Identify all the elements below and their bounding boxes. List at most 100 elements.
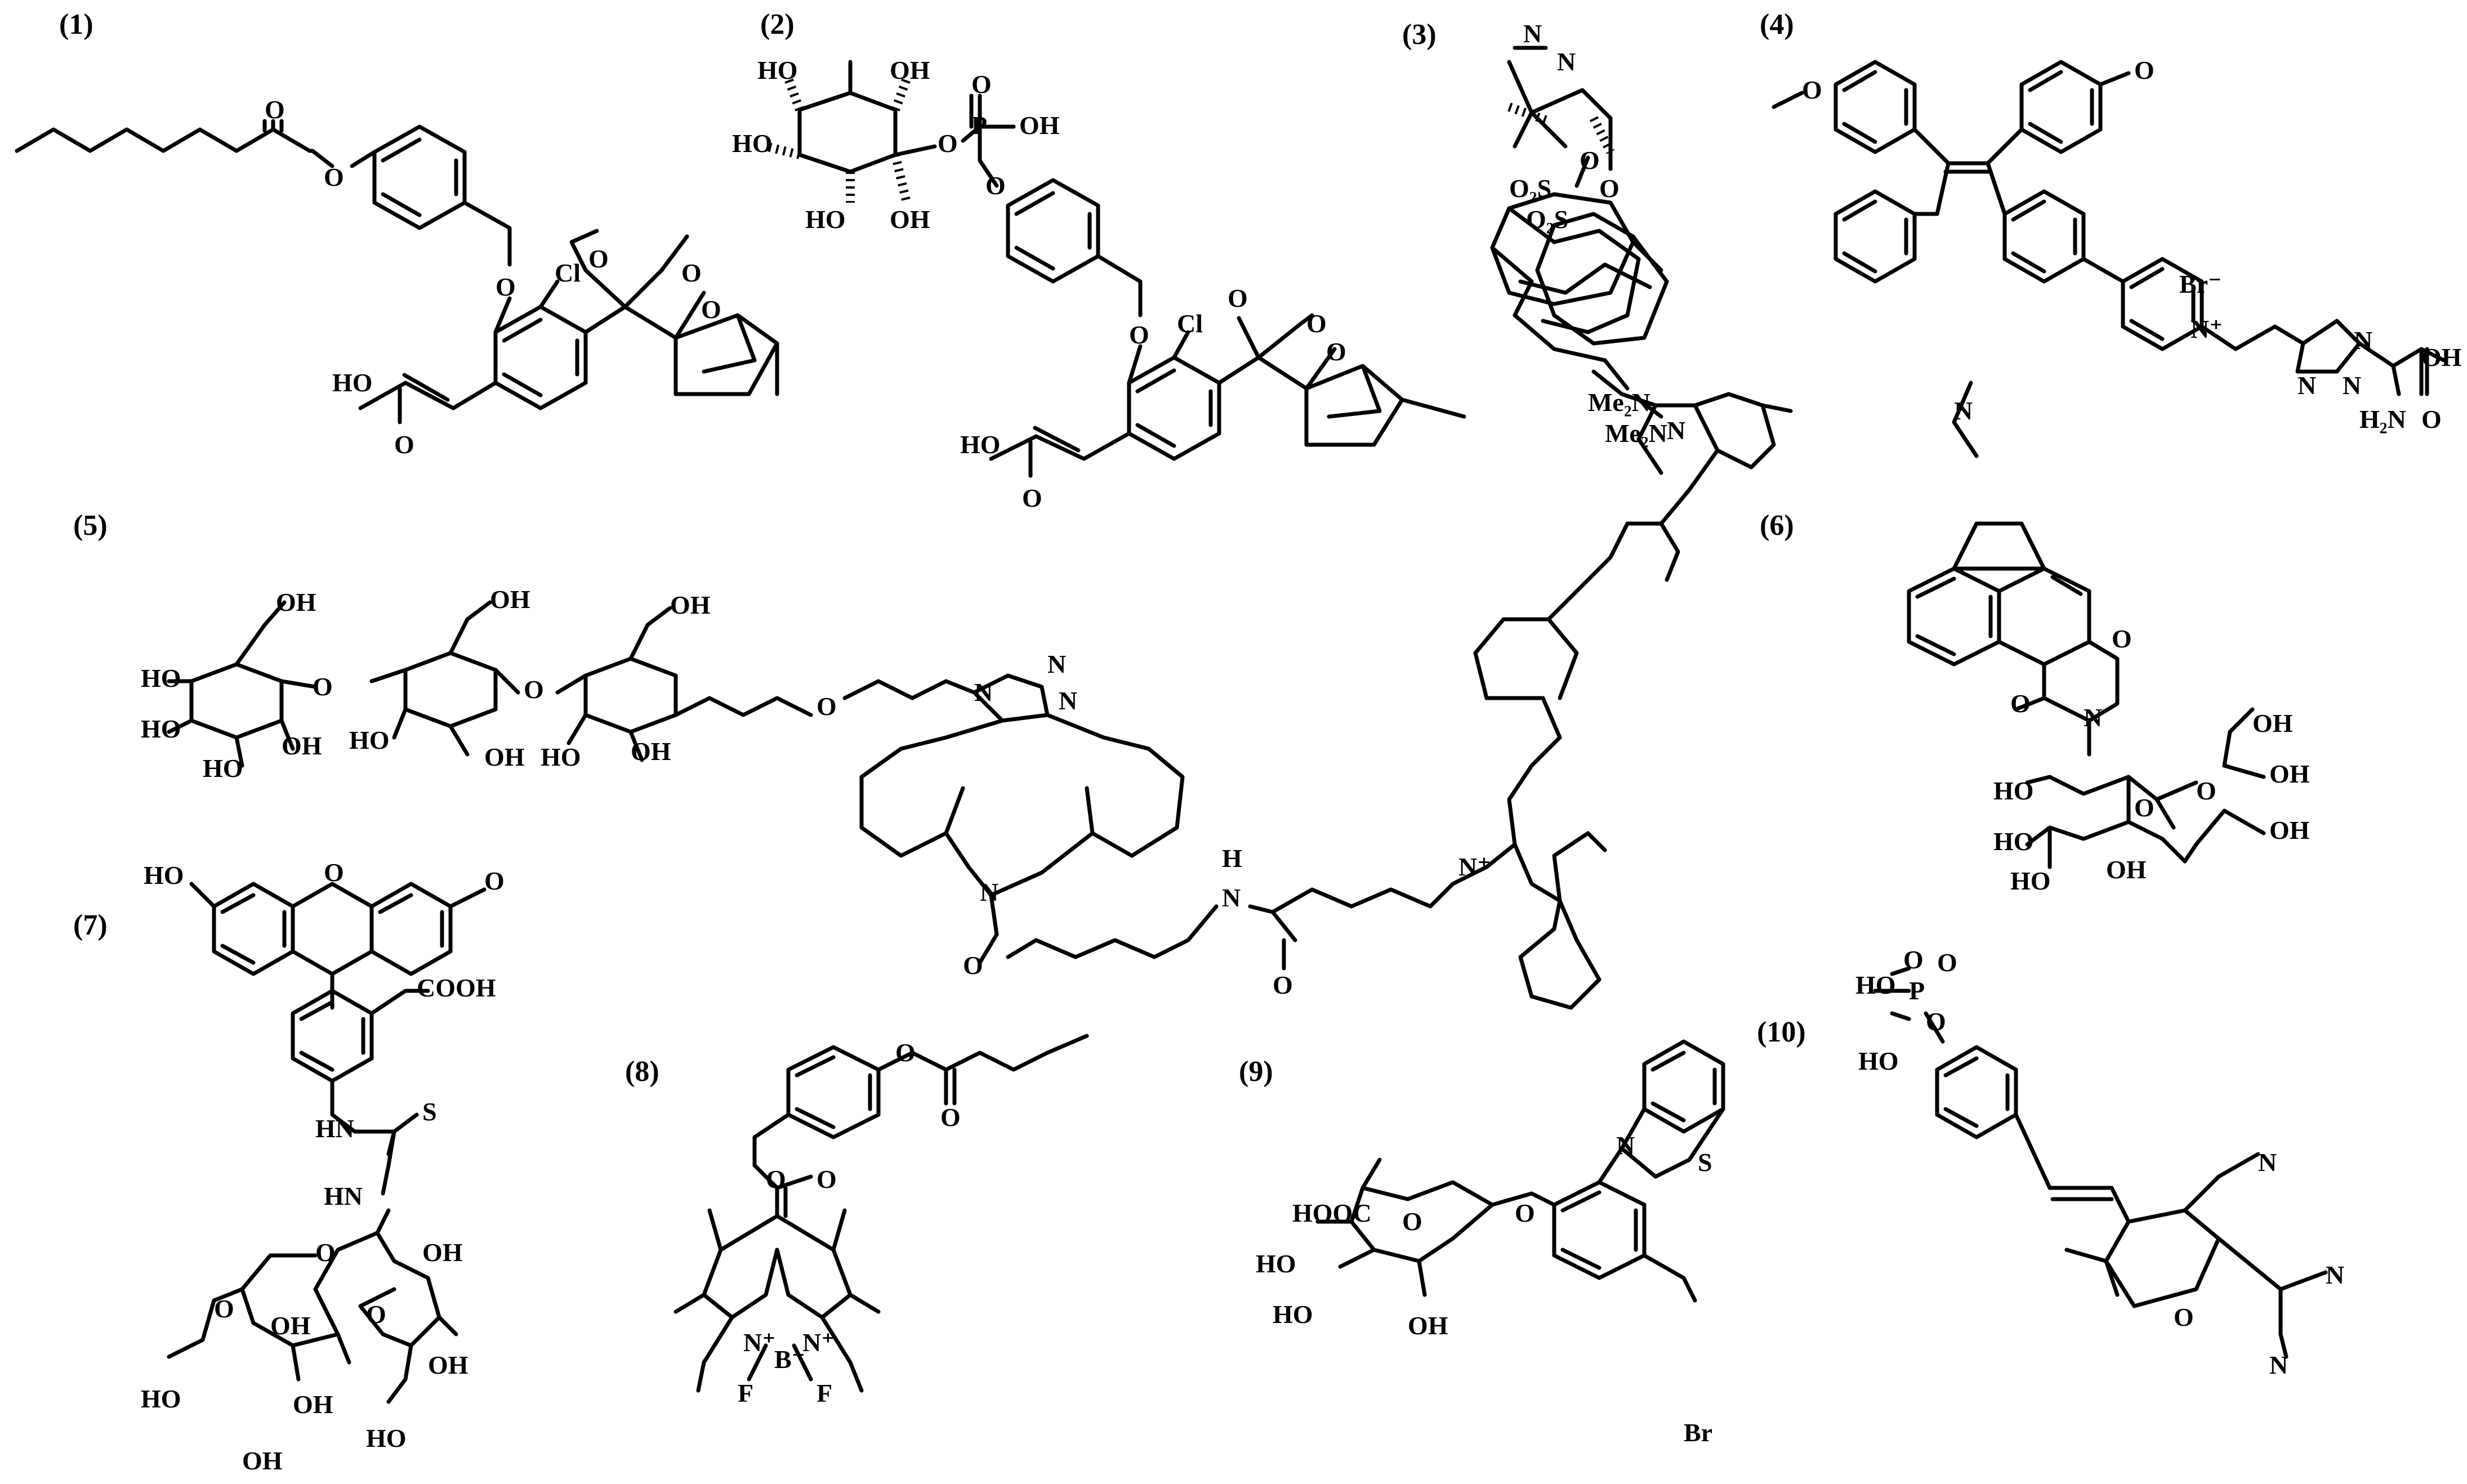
atom-label: OH xyxy=(270,1311,311,1340)
bond xyxy=(462,200,512,334)
bond xyxy=(673,313,779,396)
atom-label: HO xyxy=(141,714,181,743)
bond xyxy=(1507,102,1615,154)
atom-label: O xyxy=(985,171,1006,200)
compound-label-8: (8) xyxy=(625,1056,659,1088)
bond xyxy=(2357,341,2446,396)
atom-label: HO xyxy=(332,368,373,397)
atom-label: O xyxy=(971,70,992,99)
atom-label: HO xyxy=(1273,1300,1313,1329)
bond xyxy=(2126,775,2198,864)
atom-label: N xyxy=(1047,650,1066,678)
bond xyxy=(1833,60,1917,154)
atom-label: OH xyxy=(422,1238,463,1267)
atom-label: N⁺ xyxy=(1458,852,1491,881)
atom-label: O xyxy=(963,951,983,980)
bond xyxy=(1693,392,1793,470)
atom-label: HO xyxy=(960,430,1001,459)
bond xyxy=(1552,1180,1647,1280)
bond xyxy=(212,882,295,976)
atom-label: O xyxy=(701,295,721,324)
bond xyxy=(2028,70,2094,144)
bond xyxy=(1546,403,1720,622)
compound-label-5: (5) xyxy=(73,509,108,542)
bond xyxy=(786,1045,881,1139)
bond xyxy=(2042,640,2120,723)
atom-label: OH xyxy=(282,731,322,760)
structure-1: O O O Cl O O O HO O xyxy=(15,95,779,459)
atom-label: Br xyxy=(1684,1418,1712,1447)
atom-label: O xyxy=(895,1038,916,1067)
structure-10: HO P O O HO O N O N N xyxy=(1855,945,2344,1379)
atom-label: OH xyxy=(1019,111,1060,140)
atom-label: O xyxy=(681,258,702,287)
atom-label: HOOC xyxy=(1292,1199,1372,1227)
atom-label: O xyxy=(1580,146,1600,175)
atom-label: O xyxy=(524,675,544,704)
compound-label-6: (6) xyxy=(1760,509,1794,542)
atom-label: HN xyxy=(324,1182,363,1210)
bond xyxy=(1952,521,2046,571)
bond xyxy=(2014,1112,2221,1308)
atom-label: O₂S xyxy=(1526,205,1568,234)
atom-label: O xyxy=(366,1300,386,1329)
bond xyxy=(569,229,599,272)
atom-label: OH xyxy=(2421,343,2462,372)
bond xyxy=(583,656,678,734)
bond xyxy=(1952,381,1979,458)
atom-label: OH xyxy=(490,585,530,614)
inositol-ring xyxy=(797,91,898,174)
atom-label: HO xyxy=(203,754,243,783)
atom-label: N xyxy=(1222,883,1241,912)
atom-label: O xyxy=(1129,320,1149,349)
atom-label: S xyxy=(1698,1148,1712,1177)
atom-label: H xyxy=(1222,844,1242,873)
bond xyxy=(2019,60,2103,154)
atom-label: COOH xyxy=(417,973,496,1002)
atom-label: N xyxy=(1616,1131,1635,1160)
atom-label: O xyxy=(324,858,344,887)
atom-label: O xyxy=(1402,1207,1422,1236)
bond xyxy=(1248,865,1489,942)
bond xyxy=(2025,775,2131,869)
bond xyxy=(1096,254,1143,385)
bond xyxy=(291,882,374,976)
bond xyxy=(1518,899,1601,1010)
bond xyxy=(1915,575,2083,656)
atom-label: Cl xyxy=(555,258,581,287)
atom-label: O xyxy=(2010,689,2031,718)
bond xyxy=(502,318,579,397)
bond xyxy=(702,1214,853,1320)
atom-label: P xyxy=(971,111,987,140)
bond xyxy=(673,679,976,717)
bond xyxy=(358,1231,441,1348)
atom-label: O xyxy=(1599,174,1620,203)
atom-label: O xyxy=(1937,948,1957,977)
bond xyxy=(1484,831,1607,903)
bond xyxy=(1315,1157,1427,1297)
atom-label: OH xyxy=(428,1351,469,1379)
bond xyxy=(220,887,487,965)
atom-label: O xyxy=(817,692,837,721)
structure-5: OH OH OH HO HO OH HO O HO OH O HO OH O N… xyxy=(141,369,1793,1010)
atom-label: N xyxy=(1523,19,1542,48)
bond xyxy=(1591,369,1658,408)
bond xyxy=(2200,319,2362,374)
atom-label: OH xyxy=(2269,759,2310,788)
atom-label: N xyxy=(2298,371,2316,400)
compound-label-3: (3) xyxy=(1402,19,1437,51)
atom-label: N xyxy=(980,878,998,906)
bond xyxy=(752,1112,813,1218)
atom-label: O xyxy=(1022,484,1042,512)
bond xyxy=(696,1343,864,1393)
atom-label: OH xyxy=(2106,855,2147,884)
atom-label: OH xyxy=(890,56,930,84)
atom-label: O xyxy=(1802,75,1822,104)
structure-2: HO OH HO HO OH O P O OH O O Cl O O O HO … xyxy=(732,56,1466,512)
atom-label: OH xyxy=(890,205,930,234)
bond xyxy=(673,1208,881,1365)
atom-label: O xyxy=(2134,793,2154,822)
atom-label: HO xyxy=(1858,1047,1899,1075)
atom-label: N xyxy=(974,678,993,707)
atom-label: HO xyxy=(141,664,181,692)
